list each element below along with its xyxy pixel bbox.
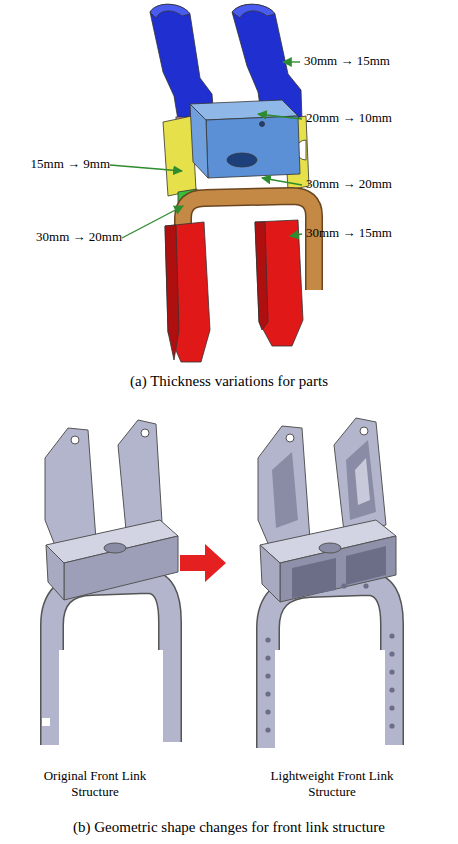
red-arrow [180,544,226,582]
thickness-label: 15mm → 9mm [4,156,110,172]
part-label: Lightweight Front Link Structure [262,768,402,799]
lightweight-model [258,418,396,748]
subfigure-caption: (a) Thickness variations for parts [4,372,454,390]
thickness-label: 30mm → 20mm [306,176,454,192]
thickness-label: 30mm → 15mm [306,225,454,241]
part-label: Original Front Link Structure [30,768,160,799]
thickness-label: 20mm → 10mm [306,110,454,126]
subfigure-caption: (b) Geometric shape changes for front li… [4,818,454,836]
original-model [42,420,178,745]
leader-arrows [110,62,302,238]
colored-model [150,4,314,362]
thickness-label: 30mm → 15mm [304,53,454,69]
thickness-label: 30mm → 20mm [4,229,122,245]
